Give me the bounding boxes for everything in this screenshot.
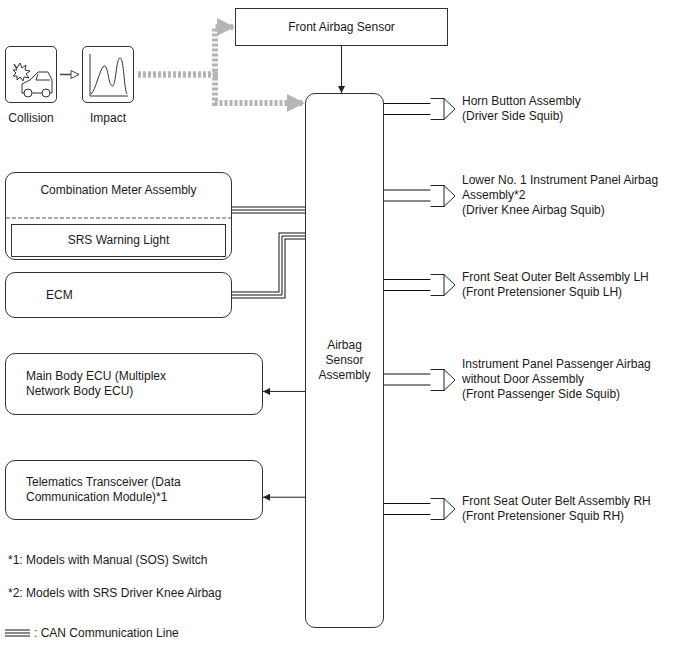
- wire-stroke: [384, 104, 431, 114]
- impact-path: [138, 27, 233, 75]
- wire-stroke: [384, 375, 431, 385]
- component-name: (Front Pretensioner Squib RH): [462, 509, 667, 524]
- component-name: (Driver Knee Airbag Squib): [462, 203, 667, 218]
- node-label: Airbag Sensor Assembly: [310, 338, 379, 383]
- squib-item: Front Seat Outer Belt Assembly LH(Front …: [430, 270, 667, 300]
- wire-stroke: [384, 280, 431, 290]
- component-name: (Front Passenger Side Squib): [462, 387, 667, 402]
- can-line-sample: [5, 633, 30, 634]
- module-box: Telematics Transceiver (Data Communicati…: [5, 460, 263, 520]
- collision-picture: Collision: [5, 46, 57, 103]
- squib-wire: [384, 379, 431, 380]
- squib-wire: [384, 509, 431, 510]
- squib-item: Lower No. 1 Instrument Panel Airbag Asse…: [430, 173, 667, 218]
- ecu-box: Main Body ECU (Multiplex Network Body EC…: [5, 353, 263, 415]
- collision-illustration: [13, 63, 52, 97]
- wire-stroke: [384, 191, 431, 201]
- component-name: (Front Pretensioner Squib LH): [462, 285, 667, 300]
- node-label: SRS Warning Light: [68, 233, 170, 248]
- signal-arrow: [138, 27, 233, 75]
- wire-stroke: [384, 103, 431, 115]
- component-name: (Driver Side Squib): [462, 109, 667, 124]
- can-line-stroke: [232, 210, 305, 211]
- component-name: Instrument Panel Passenger Airbag withou…: [462, 357, 667, 387]
- signal-line: [263, 391, 305, 392]
- squib-item: Instrument Panel Passenger Airbag withou…: [430, 357, 667, 402]
- squib-item: Horn Button Assembly(Driver Side Squib): [430, 94, 667, 124]
- wire-stroke: [384, 504, 431, 514]
- squib-symbol: [430, 497, 456, 521]
- component-name: Lower No. 1 Instrument Panel Airbag Asse…: [462, 173, 667, 203]
- can-line-stroke: [232, 236, 305, 295]
- component-name: Front Seat Outer Belt Assembly RH: [462, 494, 667, 509]
- impact-picture: Impact: [82, 46, 134, 103]
- squib-symbol: [430, 97, 456, 121]
- node-label: Impact: [90, 111, 126, 126]
- signal-line: [263, 497, 305, 498]
- can-line-stroke: [232, 208, 305, 213]
- flow-arrow: [60, 74, 79, 76]
- can-line-stroke: [232, 236, 305, 295]
- signal-arrow: [263, 391, 305, 392]
- node-label: Telematics Transceiver (Data Communicati…: [26, 475, 198, 505]
- ecu-box: ECM: [5, 272, 232, 318]
- squib-symbol: [430, 184, 456, 208]
- squib-wire: [384, 285, 431, 286]
- squib-wire: [384, 195, 431, 196]
- signal-arrow: [263, 497, 305, 498]
- wire-stroke: [384, 279, 431, 291]
- can-line-stroke: [232, 236, 305, 295]
- warning-light-box: SRS Warning Light: [11, 224, 226, 257]
- impact-path: [138, 75, 303, 104]
- impact-graph: [90, 54, 128, 96]
- node-label: Front Airbag Sensor: [288, 20, 395, 35]
- control-unit-box: Airbag Sensor Assembly: [305, 93, 384, 628]
- wire-stroke: [384, 374, 431, 386]
- can-line: [232, 236, 305, 295]
- component-name: Horn Button Assembly: [462, 94, 667, 109]
- node-label: Collision: [8, 111, 53, 126]
- footnote: *2: Models with SRS Driver Knee Airbag: [8, 586, 221, 601]
- wire-stroke: [384, 503, 431, 515]
- meter-box: Combination Meter AssemblySRS Warning Li…: [5, 172, 232, 260]
- component-name: Front Seat Outer Belt Assembly LH: [462, 270, 667, 285]
- signal-arrow: [138, 75, 303, 104]
- node-label: Main Body ECU (Multiplex Network Body EC…: [26, 369, 176, 399]
- squib-symbol: [430, 368, 456, 392]
- can-line-stroke: [232, 207, 305, 214]
- signal-arrow: [341, 46, 342, 93]
- panel-divider: [6, 218, 231, 219]
- squib-item: Front Seat Outer Belt Assembly RH(Front …: [430, 494, 667, 524]
- node-label: ECM: [46, 288, 231, 303]
- sensor-box: Front Airbag Sensor: [235, 8, 448, 46]
- squib-symbol: [430, 273, 456, 297]
- wire-stroke: [384, 190, 431, 202]
- node-label: Combination Meter Assembly: [6, 183, 231, 198]
- signal-line: [341, 46, 342, 93]
- footnote: *1: Models with Manual (SOS) Switch: [8, 553, 207, 568]
- signal-arrow: [60, 74, 79, 75]
- legend-text: : CAN Communication Line: [34, 626, 179, 641]
- can-line: [232, 210, 305, 211]
- squib-wire: [384, 109, 431, 110]
